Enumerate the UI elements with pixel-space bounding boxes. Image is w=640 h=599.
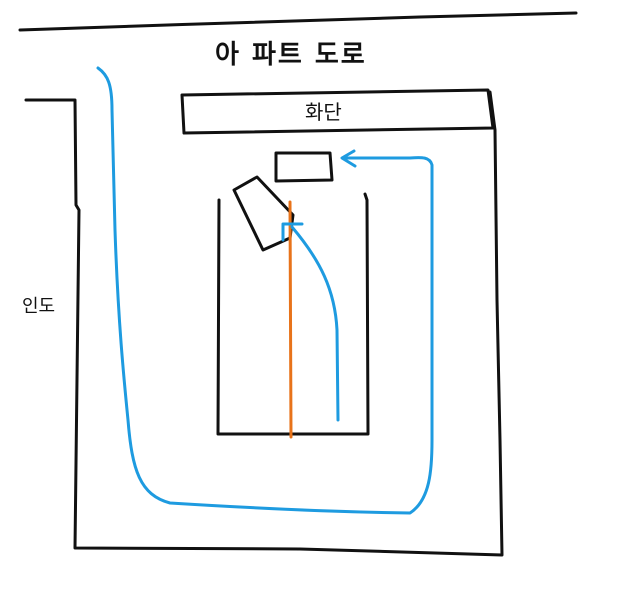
parked-car [274,151,334,183]
guide-line [288,200,293,439]
route-arrowhead-top [340,149,357,168]
parking-space-outline [216,192,370,436]
road-label: 아 파트 도로 [215,40,367,70]
flower-bed-label: 화단 [305,100,342,124]
sidewalk-label: 인도 [22,296,55,317]
driving-route [96,66,434,515]
flower-bed [180,88,495,135]
route-arrowhead-car [281,222,304,242]
parking-lot-outline [24,90,504,557]
reversing-route [290,225,340,422]
road-edge-line [18,11,578,32]
